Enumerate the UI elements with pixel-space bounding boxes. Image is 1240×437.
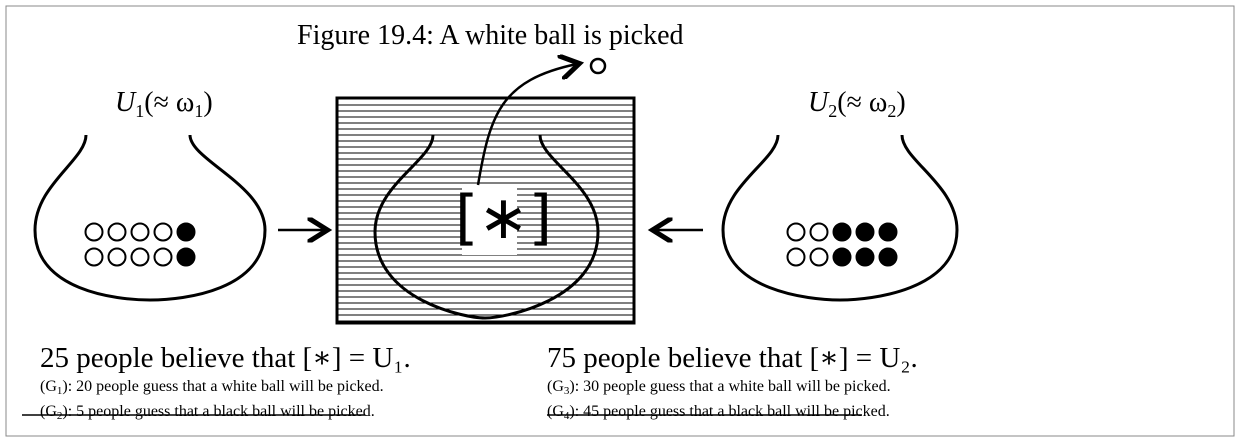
guess-g3: (G3): 30 people guess that a white ball … — [547, 378, 891, 397]
white-ball — [788, 249, 805, 266]
white-ball — [86, 224, 103, 241]
black-ball — [178, 224, 195, 241]
right-urn-balls — [788, 224, 897, 266]
black-ball — [880, 224, 897, 241]
white-ball — [155, 224, 172, 241]
black-ball — [834, 249, 851, 266]
white-ball — [109, 224, 126, 241]
guess-g4: (G4): 45 people guess that a black ball … — [547, 403, 890, 422]
white-ball — [109, 249, 126, 266]
black-ball — [857, 224, 874, 241]
black-ball — [880, 249, 897, 266]
black-ball — [178, 249, 195, 266]
picked-white-ball — [591, 59, 605, 73]
black-ball — [834, 224, 851, 241]
white-ball — [788, 224, 805, 241]
right-urn-label: U2(≈ ω2) — [808, 87, 906, 122]
left-urn-balls — [86, 224, 195, 266]
belief-right: 75 people believe that [∗] = U₂. — [547, 340, 918, 375]
white-ball — [132, 224, 149, 241]
white-ball — [155, 249, 172, 266]
figure-title: Figure 19.4: A white ball is picked — [297, 20, 684, 52]
black-ball — [857, 249, 874, 266]
white-ball — [132, 249, 149, 266]
unknown-urn-marker: [∗] — [455, 188, 552, 248]
white-ball — [811, 224, 828, 241]
white-ball — [86, 249, 103, 266]
guess-g1: (G1): 20 people guess that a white ball … — [40, 378, 384, 397]
white-ball — [811, 249, 828, 266]
belief-left: 25 people believe that [∗] = U₁. — [40, 340, 411, 375]
left-urn-label: U1(≈ ω1) — [115, 87, 213, 122]
right-urn-outline — [723, 135, 957, 300]
guess-g2: (G2): 5 people guess that a black ball w… — [40, 403, 375, 422]
left-urn-outline — [35, 135, 265, 300]
